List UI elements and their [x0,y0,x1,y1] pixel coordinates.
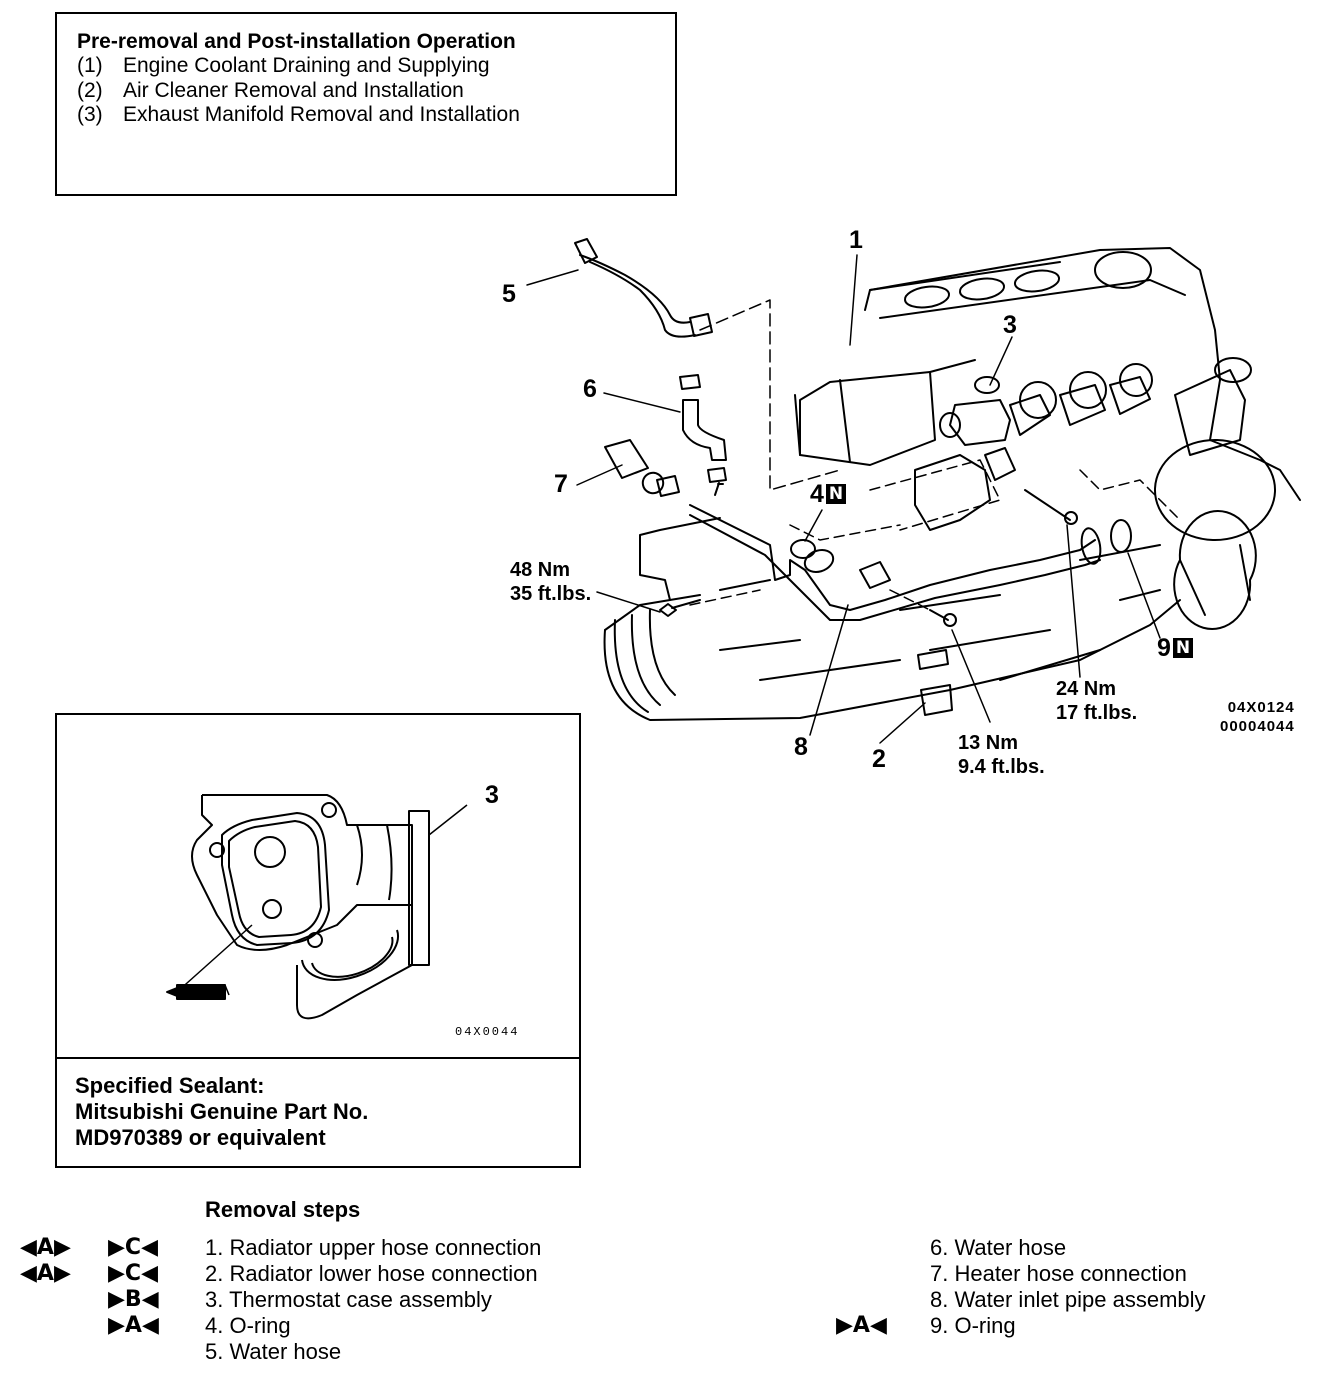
service-mark-a: ▶A◀ [836,1313,887,1338]
service-mark-b: ▶B◀ [108,1287,159,1312]
o-ring-9 [1110,519,1132,553]
removal-step: 9. O-ring [930,1313,1016,1338]
inset-figure-code: 04X0044 [455,1025,520,1039]
pre-removal-item: (2)Air Cleaner Removal and Installation [77,78,464,102]
pre-removal-box: Pre-removal and Post-installation Operat… [55,12,677,196]
removal-step: 2. Radiator lower hose connection [205,1261,538,1286]
bolt-13nm [929,609,957,627]
removal-step: 4. O-ring [205,1313,291,1338]
pre-removal-item: (3)Exhaust Manifold Removal and Installa… [77,103,520,126]
removal-step: 6. Water hose [930,1235,1067,1260]
removal-step: 7. Heater hose connection [930,1261,1187,1286]
removal-step: 8. Water inlet pipe assembly [930,1287,1206,1312]
water-inlet-pipe-8 [689,482,1102,621]
removal-step: 5. Water hose [205,1339,342,1364]
sealant-spec: Specified Sealant: Mitsubishi Genuine Pa… [75,1073,369,1150]
new-part-badge: N [825,484,847,504]
thermostat-case-detail [166,794,468,1020]
removal-steps-title: Removal steps [205,1197,361,1222]
callout-8: 8 [794,733,808,761]
water-hose-6 [679,374,727,483]
callout-7: 7 [554,470,568,498]
inset-callout-3: 3 [485,781,499,809]
service-mark-a: ◀A▶ [20,1235,71,1260]
callout-6: 6 [583,375,597,403]
engine-block-outline [603,247,1301,721]
bolt-48nm [659,599,701,617]
inset-divider [57,1057,579,1059]
service-mark-c: ▶C◀ [108,1235,158,1260]
callout-1: 1 [849,226,863,254]
service-mark-a: ◀A▶ [20,1261,71,1286]
callout-5: 5 [502,280,516,308]
sealant-inset-box: 3 04X0044 Specified Sealant: Mitsubishi … [55,713,581,1168]
thermostat-case-3 [914,376,1016,531]
callout-3: 3 [1003,311,1017,339]
o-ring-4 [790,539,816,559]
pre-removal-item: (1)Engine Coolant Draining and Supplying [77,54,490,77]
sealant-tube [176,984,226,1000]
water-hose-5 [574,238,713,338]
removal-step: 3. Thermostat case assembly [205,1287,492,1312]
pre-removal-title: Pre-removal and Post-installation Operat… [77,30,516,53]
removal-step: 1. Radiator upper hose connection [205,1235,542,1260]
callout-2: 2 [872,745,886,773]
new-part-badge: N [1172,638,1194,658]
leader-lines [526,254,1161,744]
radiator-lower-hose-2 [917,649,953,716]
service-mark-c: ▶C◀ [108,1261,158,1286]
service-mark-a: ▶A◀ [108,1313,159,1338]
bolt-24nm [1024,489,1078,525]
